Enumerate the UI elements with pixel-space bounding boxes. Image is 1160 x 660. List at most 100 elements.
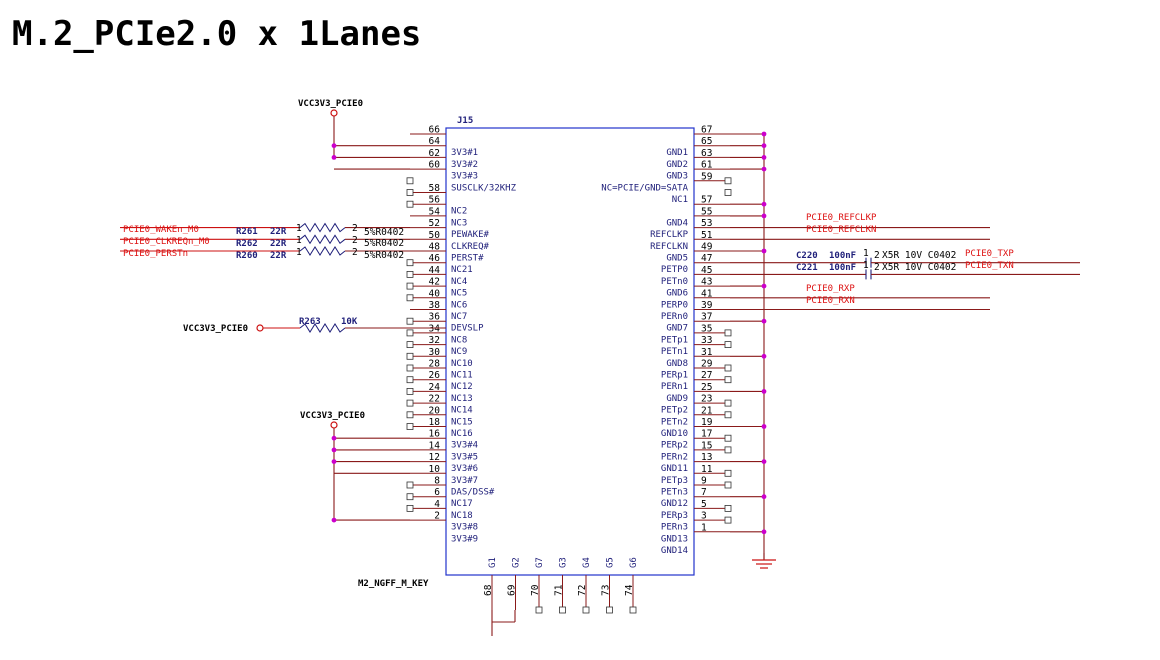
no-connect-marker	[724, 189, 732, 196]
left-pin-number: 16	[429, 429, 441, 440]
bottom-pin-number: 68	[483, 584, 494, 596]
junction-dot	[761, 459, 767, 464]
left-pin-number: 48	[429, 242, 441, 253]
bottom-pin-label: G1	[488, 557, 498, 568]
connector-ref: J15	[457, 116, 473, 126]
resistor-zigzag	[299, 222, 346, 233]
right-pin-label: PERp1	[661, 371, 688, 381]
right-pin-label: GND2	[666, 160, 688, 170]
no-connect-marker	[724, 329, 732, 337]
no-connect-marker	[406, 411, 414, 419]
no-connect-marker	[724, 504, 732, 512]
left-pin-label: NC13	[451, 394, 473, 404]
right-pin-number: 49	[701, 242, 713, 253]
junction-dot	[761, 318, 767, 324]
right-pin-number: 13	[701, 452, 712, 463]
left-pin-label: NC7	[451, 312, 467, 322]
no-connect-marker	[724, 469, 732, 477]
junction-dot	[761, 131, 767, 137]
left-pin-number: 46	[429, 253, 441, 264]
right-pin-number: 17	[701, 429, 712, 440]
right-pin-number: 5	[701, 499, 707, 510]
no-connect-marker	[406, 189, 414, 196]
r260-pin2: 2	[352, 247, 358, 258]
right-pin-number: 41	[701, 288, 713, 299]
left-pin-label: 3V3#8	[451, 523, 478, 533]
power-symbol-top: VCC3V3_PCIE0	[298, 99, 363, 117]
right-pin-label: PETn1	[661, 347, 688, 357]
right-pin-label: GND4	[666, 218, 688, 228]
c220-value: 100nF	[829, 251, 856, 261]
right-pin-number: 43	[701, 277, 712, 288]
resistor-r262: PCIE0_CLKREQn_M0 R262 22R 1 2 5%R0402	[123, 235, 404, 249]
page-title: M.2_PCIe2.0 x 1Lanes	[12, 14, 421, 54]
c220-pin1: 1	[863, 248, 869, 259]
right-pin-number: 37	[701, 312, 712, 323]
r262-pin2: 2	[352, 235, 358, 246]
bottom-pin-number: 70	[530, 584, 541, 596]
left-pin-label: CLKREQ#	[451, 242, 490, 252]
net-txn-label: PCIE0_TXN	[965, 261, 1014, 271]
junction-dot	[761, 213, 767, 219]
left-pin-label: NC3	[451, 218, 467, 228]
bottom-pin-label: G3	[559, 557, 569, 568]
left-pin-number: 22	[429, 394, 440, 405]
left-pin-label: PERST#	[451, 254, 484, 264]
left-pin-label: NC15	[451, 417, 473, 427]
net-txp-label: PCIE0_TXP	[965, 249, 1014, 259]
right-pin-label: GND3	[666, 172, 688, 182]
net-perst-label: PCIE0_PERSTn	[123, 249, 188, 259]
resistor-zigzag	[299, 246, 346, 256]
left-pin-label: 3V3#2	[451, 160, 478, 170]
left-pin-group: 66643V3#1623V3#2603V3#3SUSCLK/32KHZ5856N…	[406, 125, 517, 544]
left-pin-number: 8	[434, 476, 440, 487]
no-connect-marker	[724, 376, 732, 384]
right-pin-number: 39	[701, 300, 713, 311]
bottom-pin-label: G2	[512, 557, 522, 568]
r263-ref: R263	[299, 317, 321, 327]
left-pin-number: 12	[429, 452, 440, 463]
left-pin-label: SUSCLK/32KHZ	[451, 183, 517, 193]
junction-dot	[761, 283, 767, 289]
c221-ref: C221	[796, 263, 818, 273]
left-pin-number: 58	[429, 183, 441, 194]
c221-value: 100nF	[829, 263, 856, 273]
right-pin-label: GND1	[666, 148, 688, 158]
right-pin-label: REFCLKP	[650, 230, 689, 240]
right-pin-number: 55	[701, 206, 712, 217]
right-pin-number: 31	[701, 347, 713, 358]
junction-dot	[761, 389, 767, 394]
r262-pkg: 5%R0402	[364, 238, 404, 249]
right-pin-number: 7	[701, 487, 707, 498]
right-pin-number: 53	[701, 218, 712, 229]
c220-ref: C220	[796, 251, 818, 261]
right-pin-label: GND7	[666, 324, 688, 334]
right-pin-label: PERn0	[661, 312, 688, 322]
wiring-group	[120, 116, 1080, 636]
right-pin-label: GND9	[666, 394, 688, 404]
capacitor-c221: C221 100nF 2 X5R 10V C0402 PCIE0_TXN	[796, 261, 1014, 273]
right-pin-label: GND5	[666, 254, 688, 264]
left-pin-label: 3V3#5	[451, 452, 478, 462]
no-connect-marker	[406, 294, 414, 302]
connector-body	[445, 127, 695, 576]
no-connect-marker	[406, 399, 414, 407]
c221-pin2: 2	[874, 262, 880, 273]
junction-dot	[761, 143, 767, 149]
left-pin-number: 28	[429, 359, 441, 370]
no-connect-marker	[406, 376, 414, 384]
junction-dot	[761, 494, 767, 500]
no-connect-marker	[724, 411, 732, 419]
left-pin-number: 56	[429, 195, 441, 206]
no-connect-marker	[724, 434, 732, 442]
no-connect-marker	[406, 270, 414, 278]
left-pin-label: PEWAKE#	[451, 230, 490, 240]
right-pin-number: 27	[701, 370, 712, 381]
left-pin-number: 62	[429, 148, 440, 159]
left-pin-number: 50	[429, 230, 441, 241]
right-pin-label: GND8	[666, 359, 688, 369]
junction-dot	[761, 424, 767, 429]
c220-pin2: 2	[874, 250, 880, 261]
